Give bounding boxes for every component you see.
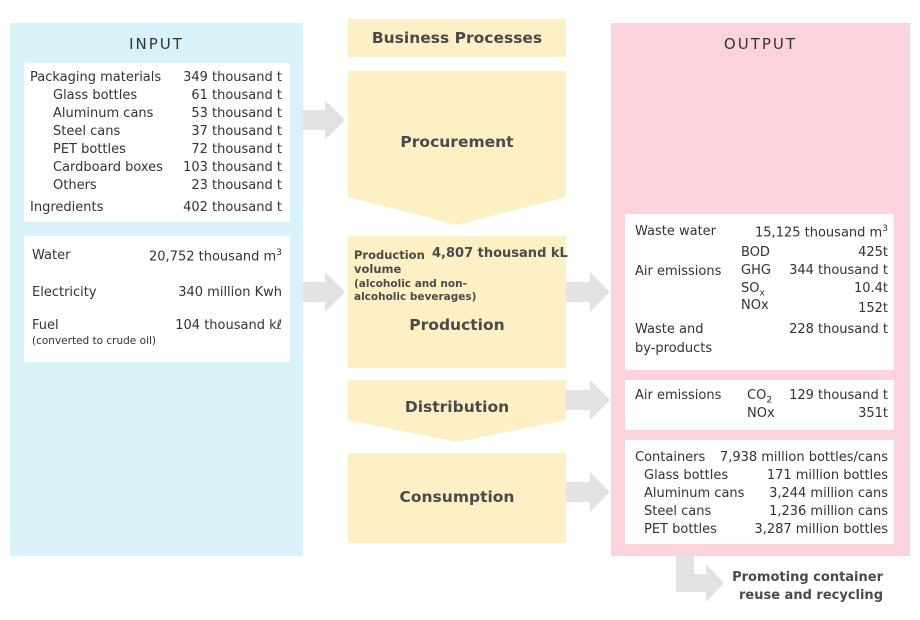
recycling-note-line1: Promoting container xyxy=(732,570,883,585)
business-processes-header: Business Processes xyxy=(348,19,566,57)
consumption-label: Consumption xyxy=(399,488,515,506)
waste-label: Waste and xyxy=(635,322,704,337)
procurement-label: Procurement xyxy=(400,133,514,151)
container-type-label: PET bottles xyxy=(644,522,717,537)
container-type-value: 3,244 million cans xyxy=(769,486,888,501)
nox-label: NOx xyxy=(747,406,775,421)
container-type-value: 171 million bottles xyxy=(766,468,888,483)
material-value: 402 thousand t xyxy=(183,200,282,215)
arrow-production-to-output xyxy=(566,272,610,312)
air-emissions-label: Air emissions xyxy=(635,264,722,279)
output-distribution-box: Air emissions CO2 129 thousand t NOx 351… xyxy=(625,380,894,430)
nox-value: 351t xyxy=(858,406,888,421)
material-value: 72 thousand t xyxy=(191,142,282,157)
container-type-value: 1,236 million cans xyxy=(769,504,888,519)
recycling-note-line2: reuse and recycling xyxy=(738,588,883,603)
container-type-label: Aluminum cans xyxy=(644,486,745,501)
distribution-label: Distribution xyxy=(404,398,510,416)
container-type-label: Steel cans xyxy=(644,504,712,519)
input-materials-box: Packaging materials 349 thousand t Glass… xyxy=(24,63,290,222)
waste-value: 228 thousand t xyxy=(789,322,888,337)
input-title: INPUT xyxy=(129,35,184,53)
fuel-label: Fuel xyxy=(32,318,59,333)
water-value: 20,752 thousand m3 xyxy=(149,248,282,265)
co2-value: 129 thousand t xyxy=(789,388,888,403)
production-box: Production volume 4,807 thousand kL (alc… xyxy=(348,236,568,368)
arrow-input-to-procurement xyxy=(303,100,345,140)
arrow-distribution-to-output xyxy=(566,380,610,420)
electricity-label: Electricity xyxy=(32,285,97,300)
sox-value: 10.4t xyxy=(853,281,888,296)
procurement-shape xyxy=(348,71,566,225)
container-type-value: 3,287 million bottles xyxy=(754,522,888,537)
output-production-box: Waste water 15,125 thousand m3 Air emiss… xyxy=(625,214,894,370)
waste-water-label: Waste water xyxy=(635,224,717,239)
fuel-value: 104 thousand kℓ xyxy=(175,318,282,333)
material-value: 37 thousand t xyxy=(191,124,282,139)
nox-label: NOx xyxy=(741,298,769,313)
material-label: Ingredients xyxy=(30,200,104,215)
ghg-value: 344 thousand t xyxy=(789,263,888,278)
production-volume-value: 4,807 thousand kL xyxy=(432,246,568,261)
material-value: 23 thousand t xyxy=(191,178,282,193)
containers-value: 7,938 million bottles/cans xyxy=(719,450,888,465)
input-resources-box: Water 20,752 thousand m3 Electricity 340… xyxy=(24,236,290,362)
material-label: Others xyxy=(53,178,97,193)
electricity-value: 340 million Kwh xyxy=(178,285,282,300)
material-value: 53 thousand t xyxy=(191,106,282,121)
material-value: 349 thousand t xyxy=(183,70,282,85)
fuel-note: (converted to crude oil) xyxy=(32,335,156,347)
production-label: Production xyxy=(409,316,505,334)
material-label: Aluminum cans xyxy=(53,106,154,121)
water-label: Water xyxy=(32,248,71,263)
material-value: 103 thousand t xyxy=(183,160,282,175)
container-type-label: Glass bottles xyxy=(644,468,729,483)
material-label: Cardboard boxes xyxy=(53,160,163,175)
arrow-recycling xyxy=(676,556,724,602)
production-volume-label: Production volume xyxy=(354,248,425,276)
waste-label-2: by-products xyxy=(635,341,713,356)
ghg-label: GHG xyxy=(741,263,771,278)
output-consumption-box: Containers 7,938 million bottles/cans Gl… xyxy=(625,440,894,544)
material-label: Steel cans xyxy=(53,124,121,139)
nox-value: 152t xyxy=(858,301,888,316)
consumption-box: Consumption xyxy=(348,453,566,543)
co2-label: CO2 xyxy=(747,388,773,406)
arrow-consumption-to-output xyxy=(566,472,610,512)
output-title: OUTPUT xyxy=(723,35,798,53)
bod-value: 425t xyxy=(858,245,888,260)
production-volume-note: (alcoholic and non-alcoholic beverages) xyxy=(354,278,477,303)
material-value: 61 thousand t xyxy=(191,88,282,103)
arrow-input-to-production xyxy=(303,272,345,312)
business-processes-label: Business Processes xyxy=(371,29,543,47)
bod-label: BOD xyxy=(741,245,770,260)
waste-water-value: 15,125 thousand m3 xyxy=(755,224,888,241)
material-label: Glass bottles xyxy=(53,88,138,103)
air-emissions-label: Air emissions xyxy=(635,388,722,403)
containers-label: Containers xyxy=(635,450,706,465)
sox-label: SOx xyxy=(741,281,765,299)
material-label: Packaging materials xyxy=(30,70,162,85)
material-label: PET bottles xyxy=(53,142,126,157)
distribution-shape xyxy=(348,380,566,442)
